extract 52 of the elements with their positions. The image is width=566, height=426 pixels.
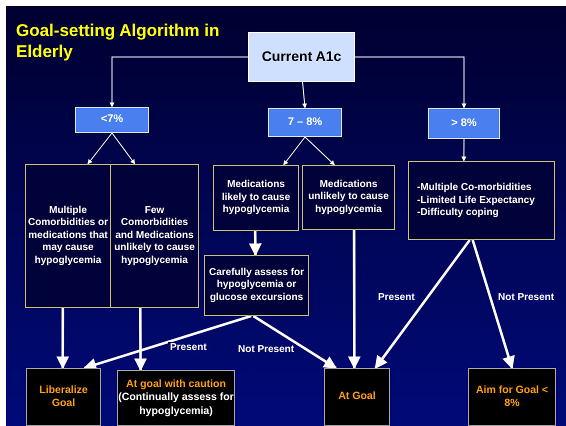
node-text: > 8%	[451, 116, 477, 130]
node-text: Carefully assess for hypoglycemia or glucose excursions	[208, 266, 306, 304]
condition-box	[302, 165, 395, 230]
node-text: Current A1c	[262, 48, 342, 66]
node-text: Liberalize Goal	[38, 384, 89, 410]
arrow	[471, 240, 515, 370]
arrow	[87, 132, 112, 164]
arrow	[56, 308, 70, 370]
range-box	[268, 108, 342, 137]
arrow	[304, 136, 336, 166]
arrow	[252, 314, 337, 370]
node-text: Medications likely to cause hypoglycemia	[220, 179, 292, 217]
node-text: Few Comorbidities and Medications unlikely to cause hypoglycemia	[113, 204, 196, 268]
node-text: <7%	[100, 113, 124, 127]
title: Goal-setting Algorithm in Elderly	[16, 20, 220, 62]
condition-box	[25, 164, 111, 308]
node-text: Multiple Comorbidities or medications that may cause hypoglycemia	[26, 204, 109, 268]
outcome-box	[324, 368, 390, 426]
edge-label: Not Present	[236, 344, 296, 355]
node-text: At Goal	[338, 390, 376, 404]
edge-label: Present	[376, 292, 417, 303]
list-item: -Multiple Co-morbidities	[417, 182, 532, 194]
node-text: Medications unlikely to cause hypoglycemia	[307, 178, 390, 216]
start-box	[248, 32, 355, 82]
edge-label: Present	[168, 342, 209, 353]
list-item: -Difficulty coping	[417, 207, 499, 220]
arrow	[302, 82, 308, 108]
node-text: At goal with caution	[126, 378, 226, 392]
arrow	[283, 136, 306, 166]
edge-label: Not Present	[496, 292, 556, 303]
arrow	[134, 308, 148, 372]
arrow	[461, 138, 466, 162]
outcome-box	[468, 368, 556, 426]
arrow	[374, 239, 471, 370]
list-item: -Limited Life Expectancy	[417, 194, 535, 207]
node-text: 7 – 8%	[288, 116, 322, 130]
note-text: (Continually assess for hypoglycemia)	[118, 391, 234, 418]
arrow	[110, 56, 248, 108]
criteria-box	[408, 161, 555, 240]
condition-box	[213, 165, 299, 231]
condition-box	[110, 164, 199, 308]
arrow	[348, 230, 361, 370]
outcome-box	[26, 368, 101, 426]
condition-box	[204, 255, 309, 316]
arrow	[248, 230, 262, 256]
range-box	[428, 108, 500, 139]
node-text: Aim for Goal < 8%	[474, 384, 550, 410]
arrow	[83, 314, 252, 371]
arrow	[354, 56, 466, 108]
range-box	[75, 107, 149, 133]
arrow	[112, 132, 136, 164]
outcome-box	[117, 370, 235, 426]
